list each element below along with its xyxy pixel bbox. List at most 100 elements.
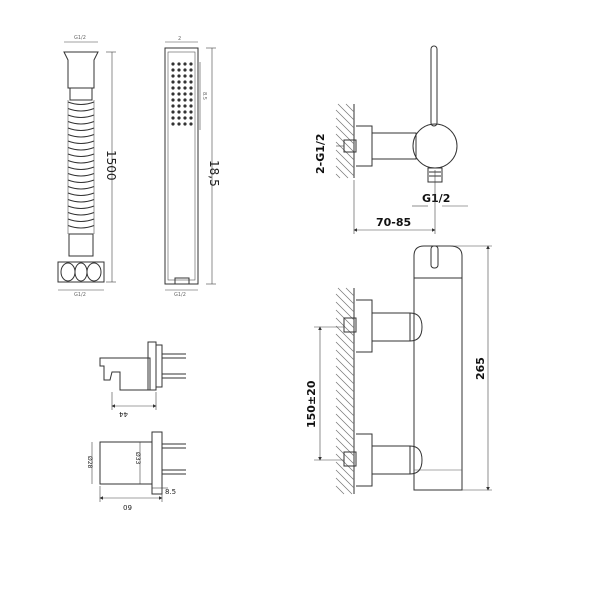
hose-bottom-ferrule: [68, 233, 94, 257]
wall-hatch-line: [335, 437, 355, 457]
spray-nozzle: [171, 68, 175, 72]
wall-hatch-line: [335, 445, 355, 465]
hose-top-collar: [69, 87, 93, 101]
spray-nozzle: [171, 80, 175, 84]
spray-face-label: 8.5: [201, 92, 207, 100]
outlet-flange-label: Ø28: [86, 456, 93, 469]
wall-hatch-line: [335, 333, 355, 353]
wall-hatch-line: [335, 165, 349, 179]
wall-hatch-line: [335, 309, 355, 329]
wall-hatch-line: [335, 405, 355, 425]
wall-hatch-line: [337, 103, 355, 121]
spray-nozzle: [171, 62, 175, 66]
lower-arm: [371, 445, 411, 475]
hand-shower-drawing: 2 8.5 G1/2 18,5: [164, 36, 221, 298]
hand-shower-length-label: 18,5: [207, 160, 221, 187]
outlet-depth-label: 60: [123, 503, 132, 511]
spray-nozzle: [177, 62, 181, 66]
outlet-protrusion-label: 8.5: [165, 488, 176, 496]
wall-hatch-line: [335, 317, 355, 337]
spray-nozzle: [183, 116, 187, 120]
spray-nozzle: [177, 122, 181, 126]
spray-nozzle: [177, 68, 181, 72]
hose-coil-ring: [67, 127, 95, 131]
wall-hatch-line: [335, 109, 355, 129]
spray-nozzle: [189, 86, 193, 90]
upper-arm-cap: [409, 312, 423, 342]
top-view-inlet-label: 2-G1/2: [314, 133, 327, 174]
outlet-body: [99, 441, 153, 485]
top-view-flange: [356, 125, 373, 167]
wall-bracket-drawing: 44: [99, 341, 186, 418]
spray-nozzle: [177, 104, 181, 108]
bracket-hook: [99, 357, 151, 391]
top-view-projection-label: 70-85: [376, 216, 411, 229]
spray-nozzle: [183, 122, 187, 126]
wall-hatch-line: [335, 157, 355, 177]
top-view-handle: [430, 45, 438, 127]
hose-coil-ring: [67, 205, 95, 209]
top-view-wall-hatching: [335, 103, 355, 179]
centers-label: 150±20: [305, 380, 318, 428]
wall-hatch-line: [335, 341, 355, 361]
lower-arm-cap: [409, 445, 423, 475]
wall-hatch-line: [335, 141, 355, 161]
spray-nozzle: [171, 74, 175, 78]
spray-nozzle: [183, 80, 187, 84]
spray-nozzle: [177, 86, 181, 90]
spray-nozzle: [177, 80, 181, 84]
wall-hatch-line: [335, 477, 353, 495]
wall-hatch-line: [335, 357, 355, 377]
spray-nozzle: [171, 98, 175, 102]
top-view-arm: [371, 132, 417, 160]
wall-hatch-line: [335, 429, 355, 449]
spray-nozzle: [177, 116, 181, 120]
wall-hatch-line: [337, 287, 355, 305]
wall-hatch-line: [335, 421, 355, 441]
hose-coil-ring: [67, 121, 95, 125]
hose-coil-ring: [67, 166, 95, 170]
spray-nozzle-grid: [171, 62, 193, 126]
mixer-top-view-drawing: 2-G1/2 G1/2 70-85: [314, 45, 468, 234]
spray-nozzle: [189, 80, 193, 84]
spray-nozzle: [171, 110, 175, 114]
spray-nozzle: [183, 104, 187, 108]
top-view-body-circle: [412, 123, 458, 169]
hose-top-nut: [63, 51, 99, 89]
hose-coil-ring: [67, 186, 95, 190]
hose-nut-flat-right: [86, 262, 102, 282]
wall-hatch-line: [335, 133, 355, 153]
spray-nozzle: [189, 110, 193, 114]
hose-coil-ring: [67, 101, 95, 105]
spray-nozzle: [189, 116, 193, 120]
wall-hatch-line: [335, 125, 355, 145]
hose-nut-flat-middle: [74, 262, 88, 282]
spray-nozzle: [183, 62, 187, 66]
shower-hose-drawing: G1/2 G1/2 1500: [57, 35, 118, 298]
wall-hatch-line: [335, 293, 355, 313]
mixer-handle-knob: [430, 245, 439, 269]
hose-coil-ring: [67, 212, 95, 216]
spray-nozzle: [189, 62, 193, 66]
lower-inlet-fitting: [343, 451, 357, 467]
top-view-outlet-label: G1/2: [422, 192, 450, 205]
wall-hatch-line: [335, 461, 355, 481]
wall-outlet-drawing: Ø28 Ø33 60 8.5: [86, 431, 186, 511]
mixer-body: [413, 277, 463, 491]
outlet-flange: [151, 431, 163, 495]
hose-top-fitting-label: G1/2: [74, 35, 86, 41]
hose-nut-flat-left: [60, 262, 76, 282]
bracket-wall-plate-rim: [155, 344, 163, 388]
wall-hatch-line: [335, 397, 355, 417]
spray-nozzle: [189, 68, 193, 72]
spray-nozzle: [177, 74, 181, 78]
hose-coil-ring: [67, 225, 95, 229]
spray-nozzle: [189, 74, 193, 78]
hose-coil-ring: [67, 218, 95, 222]
hose-coil-ring: [67, 173, 95, 177]
hand-shower-top-label: 2: [178, 36, 181, 42]
hose-coils: [67, 100, 95, 234]
spray-nozzle: [183, 92, 187, 96]
hose-coil-ring: [67, 140, 95, 144]
